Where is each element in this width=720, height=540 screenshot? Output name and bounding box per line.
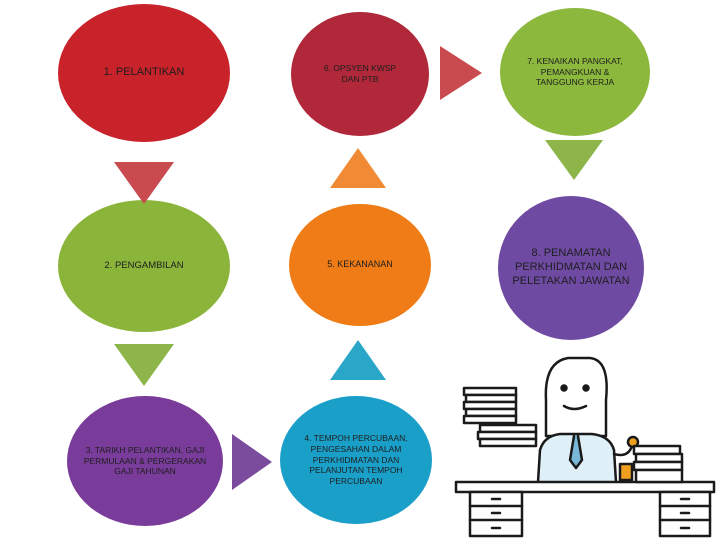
arrow-up-4-5 (330, 340, 386, 380)
node-pelantikan: 1. PELANTIKAN (58, 4, 230, 142)
office-worker-at-desk-icon (450, 350, 720, 540)
node-label: 4. TEMPOH PERCUBAAN, PENGESAHAN DALAM PE… (298, 433, 414, 486)
arrow-down-1-2 (114, 162, 174, 204)
node-label: 8. PENAMATAN PERKHIDMATAN DAN PELETAKAN … (512, 247, 630, 288)
node-label: 7. KENAIKAN PANGKAT, PEMANGKUAN & TANGGU… (526, 56, 624, 88)
node-label: 1. PELANTIKAN (104, 66, 185, 80)
node-kekananan: 5. KEKANANAN (289, 204, 431, 326)
node-penamatan: 8. PENAMATAN PERKHIDMATAN DAN PELETAKAN … (498, 196, 644, 340)
arrow-up-5-6 (330, 148, 386, 188)
node-label: 6. OPSYEN KWSP DAN PTB (323, 63, 397, 84)
node-opsyen-kwsp: 6. OPSYEN KWSP DAN PTB (291, 12, 429, 136)
arrow-right-3-4 (232, 434, 272, 490)
node-tempoh-percubaan: 4. TEMPOH PERCUBAAN, PENGESAHAN DALAM PE… (280, 396, 432, 524)
node-label: 3. TARIKH PELANTIKAN, GAJI PERMULAAN & P… (83, 445, 207, 477)
node-pengambilan: 2. PENGAMBILAN (58, 200, 230, 332)
arrow-down-2-3 (114, 344, 174, 386)
node-label: 5. KEKANANAN (327, 259, 393, 270)
arrow-down-7-8 (545, 140, 603, 180)
node-label: 2. PENGAMBILAN (104, 260, 183, 272)
arrow-right-6-7 (440, 46, 482, 100)
node-tarikh-pelantikan: 3. TARIKH PELANTIKAN, GAJI PERMULAAN & P… (67, 396, 223, 526)
node-kenaikan-pangkat: 7. KENAIKAN PANGKAT, PEMANGKUAN & TANGGU… (500, 8, 650, 136)
